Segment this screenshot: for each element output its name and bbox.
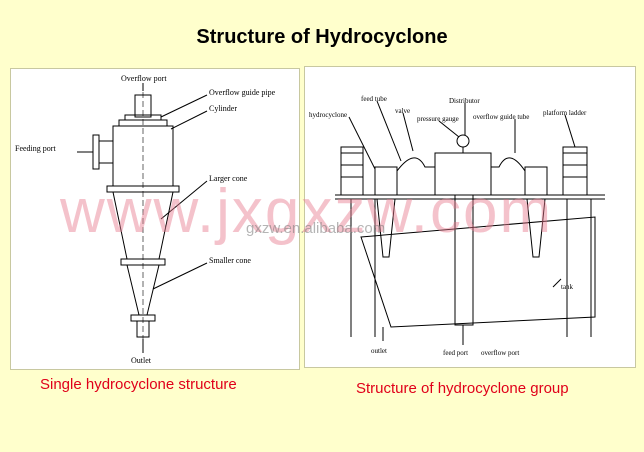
label-larger-cone: Larger cone	[209, 174, 248, 183]
hydrocyclone-left-cyl	[374, 166, 398, 196]
label-pressure-gauge: pressure gauge	[417, 115, 459, 123]
tank-body	[360, 216, 596, 328]
ladder-left	[340, 146, 364, 196]
label-platform-ladder: platform ladder	[543, 109, 587, 117]
label-valve: valve	[395, 107, 410, 115]
label-smaller-cone: Smaller cone	[209, 256, 251, 265]
page-title: Structure of Hydrocyclone	[196, 26, 448, 48]
label-overflow-port: overflow port	[481, 349, 519, 357]
label-hydrocyclone: hydrocyclone	[309, 111, 347, 119]
label-tank: tank	[561, 283, 574, 291]
feed-column	[454, 194, 474, 326]
distributor-body	[434, 152, 492, 196]
label-outlet: outlet	[371, 347, 387, 355]
caption-single: Single hydrocyclone structure	[40, 376, 237, 393]
label-overflow-guide-pipe: Overflow guide pipe	[209, 88, 276, 97]
feed-flange	[92, 134, 100, 170]
label-cylinder: Cylinder	[209, 104, 237, 113]
label-overflow-guide-tube: overflow guide tube	[473, 113, 529, 121]
single-hydrocyclone-diagram: Overflow port Overflow guide pipe Cylind…	[15, 74, 276, 365]
label-feed-port: feed port	[443, 349, 468, 357]
feed-pipe	[98, 140, 114, 164]
hydrocyclone-group-diagram: hydrocyclone feed tube valve pressure ga…	[309, 95, 605, 357]
hydrocyclone-group-panel: hydrocyclone feed tube valve pressure ga…	[304, 66, 636, 368]
feed-tube-left	[396, 157, 435, 172]
label-feeding-port: Feeding port	[15, 144, 56, 153]
hydrocyclone-left-cone	[376, 198, 396, 258]
ladder-right	[562, 146, 588, 196]
label-feed-tube: feed tube	[361, 95, 387, 103]
overflow-tube-right	[491, 157, 526, 172]
label-distributor: Distributor	[449, 97, 480, 105]
label-outlet: Outlet	[131, 356, 152, 365]
caption-group: Structure of hydrocyclone group	[356, 380, 569, 397]
hydrocyclone-right-cyl	[524, 166, 548, 196]
hydrocyclone-right-cone	[526, 198, 546, 258]
single-hydrocyclone-panel: Overflow port Overflow guide pipe Cylind…	[10, 68, 300, 370]
label-overflow-port: Overflow port	[121, 74, 167, 83]
